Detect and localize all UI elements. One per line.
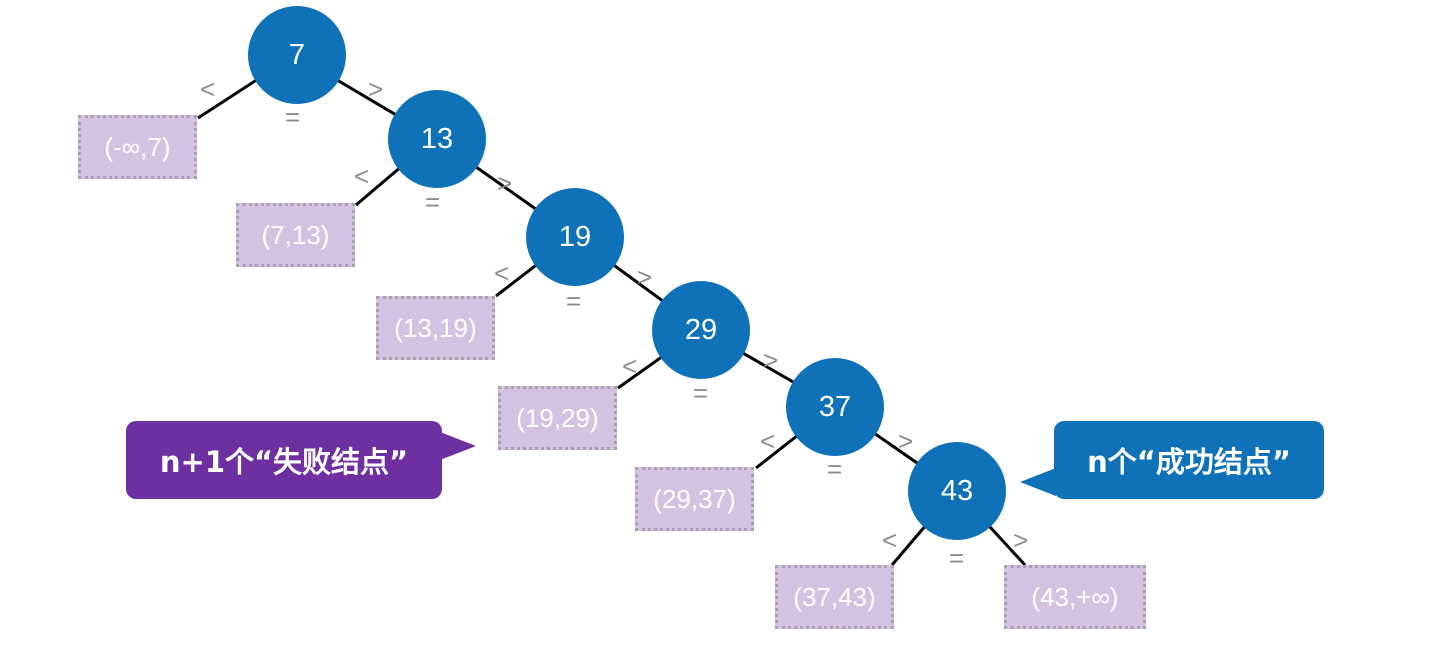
less-label: < [760, 426, 776, 456]
greater-label: > [898, 426, 914, 456]
tree-node: 13 [388, 90, 486, 188]
tree-node: 29 [652, 281, 750, 379]
less-label: < [200, 74, 216, 104]
equal-label: = [827, 454, 843, 484]
failure-node: (37,43) [775, 565, 894, 629]
success-callout-pointer [1020, 468, 1056, 496]
less-label: < [494, 258, 510, 288]
equal-label: = [285, 102, 301, 132]
greater-label: > [497, 168, 513, 198]
tree-node: 7 [248, 6, 346, 104]
failure-callout-pointer [440, 432, 476, 460]
success-callout-text: n个“成功结点” [1087, 445, 1291, 479]
equal-label: = [693, 378, 709, 408]
failure-node: (29,37) [635, 467, 754, 531]
greater-label: > [763, 345, 779, 375]
tree-node: 43 [908, 442, 1006, 540]
failure-node: (19,29) [498, 386, 617, 450]
less-label: < [354, 161, 370, 191]
success-nodes-callout: n个“成功结点” [1054, 421, 1324, 499]
tree-node: 19 [526, 188, 624, 286]
greater-label: > [368, 74, 384, 104]
greater-label: > [637, 262, 653, 292]
failure-node: (-∞,7) [78, 115, 197, 179]
failure-node: (7,13) [236, 203, 355, 267]
failure-nodes-callout: n+1个“失败结点” [126, 421, 442, 499]
tree-node: 37 [786, 358, 884, 456]
failure-callout-text: n+1个“失败结点” [159, 445, 409, 479]
less-label: < [622, 351, 638, 381]
less-label: < [882, 525, 898, 555]
failure-node: (43,+∞) [1004, 565, 1146, 629]
equal-label: = [949, 543, 965, 573]
greater-label: > [1013, 525, 1029, 555]
equal-label: = [425, 187, 441, 217]
equal-label: = [566, 286, 582, 316]
failure-node: (13,19) [376, 296, 495, 360]
